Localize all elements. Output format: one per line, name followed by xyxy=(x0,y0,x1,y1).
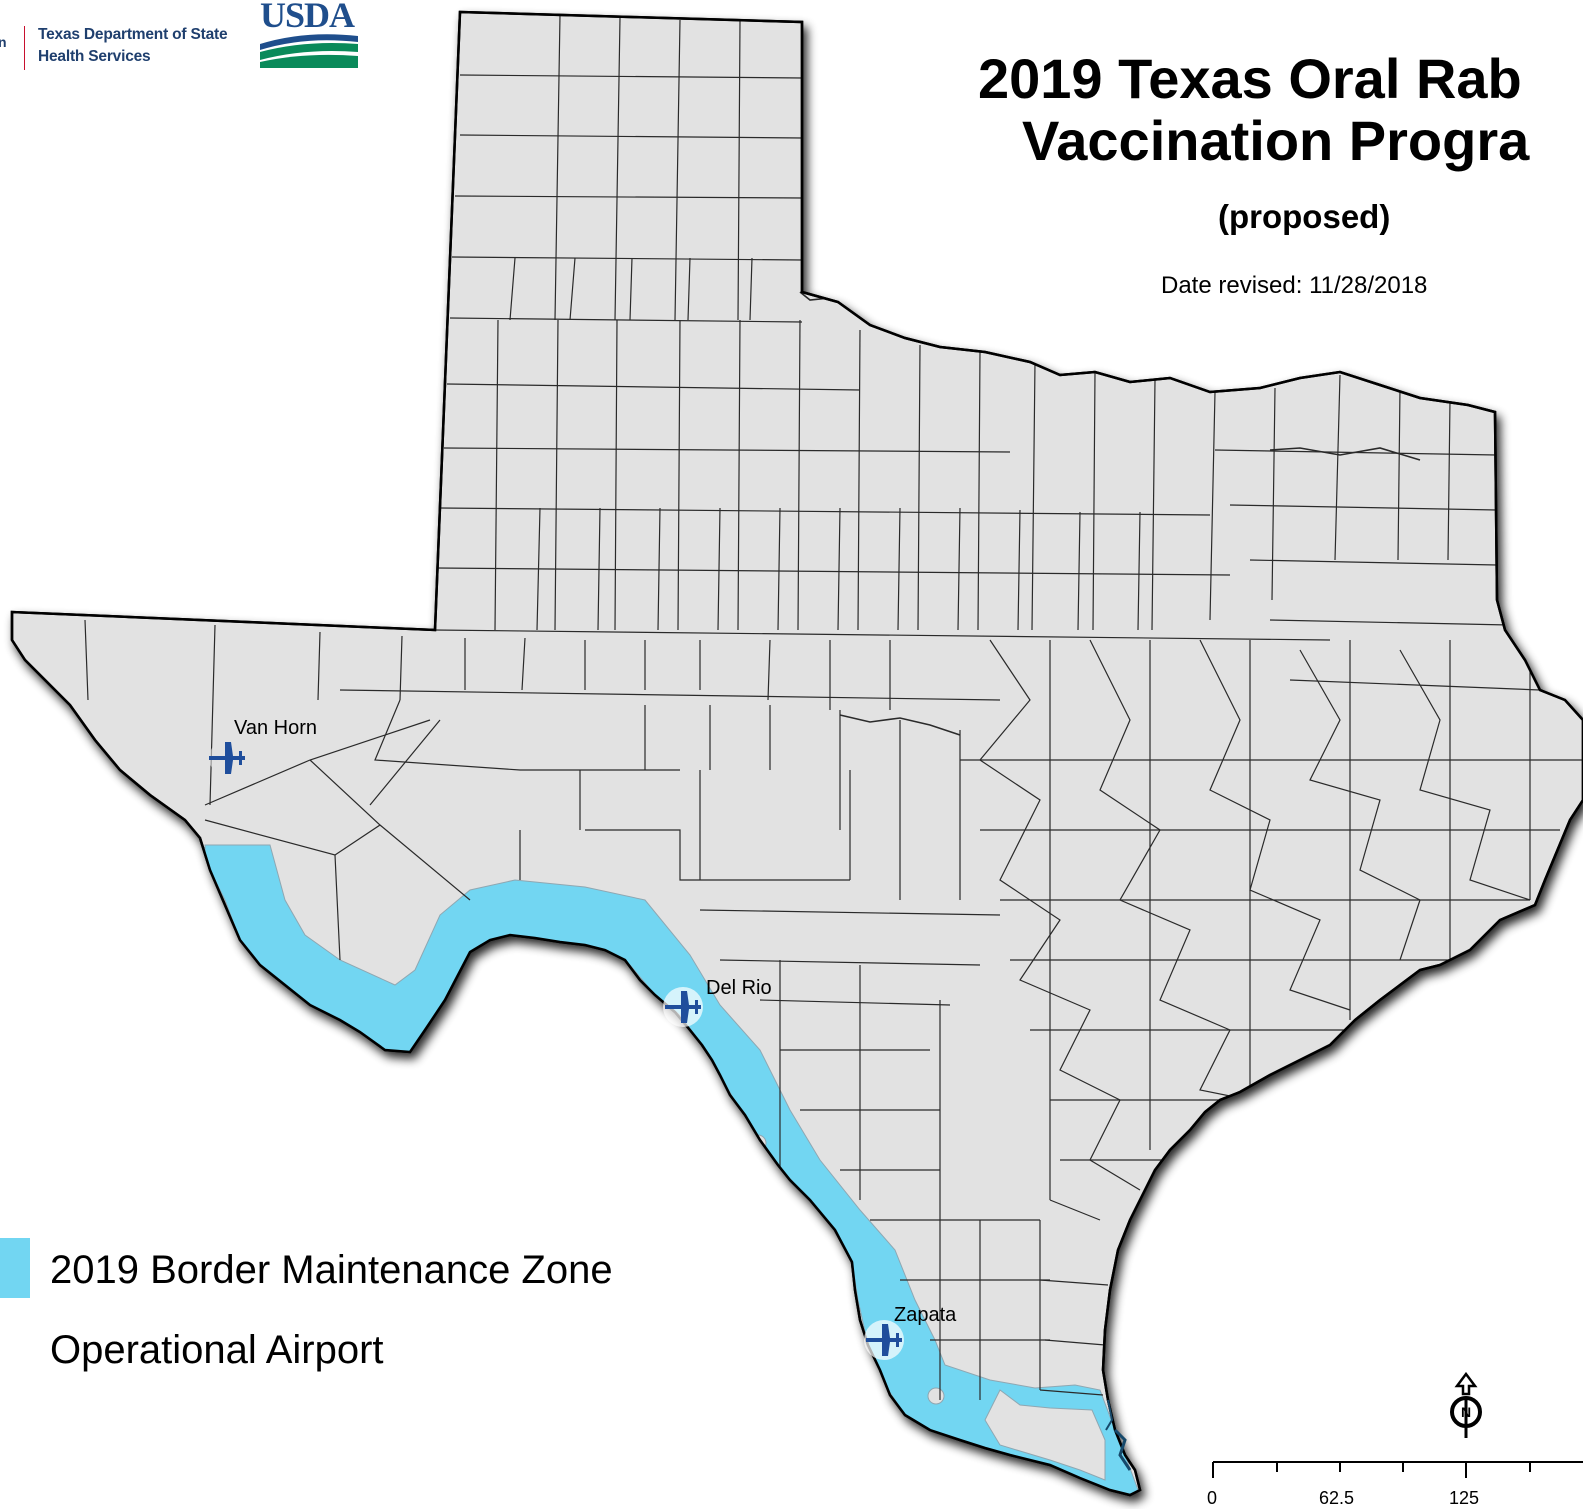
legend-zone-swatch xyxy=(0,1238,30,1298)
usda-logo-text: USDA xyxy=(260,0,355,35)
map-subtitle: (proposed) xyxy=(1218,198,1391,235)
title-line1: 2019 Texas Oral Rab xyxy=(978,47,1522,110)
usda-logo-mark xyxy=(260,34,358,68)
city-label-del-rio: Del Rio xyxy=(706,977,772,999)
airplane-icon xyxy=(663,987,703,1027)
north-arrow-icon: N xyxy=(1450,1372,1482,1438)
usda-logo: USDA xyxy=(260,0,360,70)
legend-zone-label: 2019 Border Maintenance Zone xyxy=(50,1248,613,1292)
city-label-zapata: Zapata xyxy=(894,1304,957,1326)
airport-del-rio xyxy=(663,987,703,1027)
scale-label-62-5: 62.5 xyxy=(1319,1488,1355,1508)
title-line2: Vaccination Progra xyxy=(1022,109,1530,172)
airport-zapata xyxy=(864,1320,904,1360)
legend-airport-label: Operational Airport xyxy=(50,1328,384,1372)
scale-label-125: 125 xyxy=(1449,1488,1480,1508)
scale-bar: 0 62.5 125 xyxy=(1205,1450,1583,1509)
dshs-logo-cut-text: n xyxy=(0,34,7,50)
north-letter: N xyxy=(1461,1404,1471,1420)
airplane-icon xyxy=(209,740,245,776)
city-label-van-horn: Van Horn xyxy=(234,717,318,739)
scale-bar-graphic xyxy=(1212,1461,1583,1478)
logo-divider xyxy=(24,26,25,70)
date-revised: Date revised: 11/28/2018 xyxy=(1161,272,1428,299)
scale-label-0: 0 xyxy=(1207,1488,1218,1508)
airport-van-horn xyxy=(209,740,245,776)
dshs-logo-line2: Health Services xyxy=(38,48,151,65)
airplane-icon xyxy=(864,1320,904,1360)
dshs-logo-line1: Texas Department of State xyxy=(38,26,228,43)
county-lines xyxy=(84,14,1583,1400)
